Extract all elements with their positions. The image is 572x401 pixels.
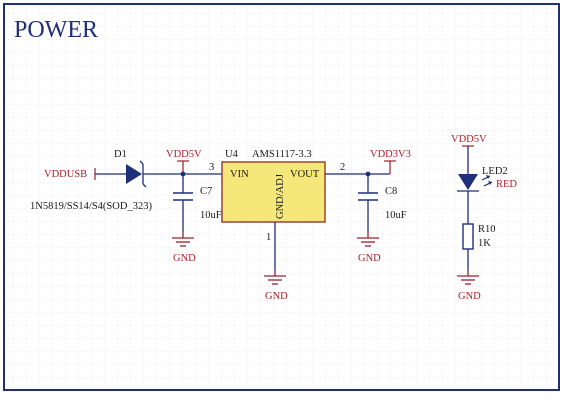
u4-ref: U4 xyxy=(225,149,239,160)
u4-pin-vout-number: 2 xyxy=(340,162,345,173)
gnd-symbol-c7 xyxy=(172,232,194,247)
net-label-vddusb: VDDUSB xyxy=(44,169,87,180)
r10-ref: R10 xyxy=(478,224,496,235)
gnd-symbol-led xyxy=(457,270,479,285)
d1-value: 1N5819/SS14/S4(SOD_323) xyxy=(30,201,152,212)
gnd-label-c7: GND xyxy=(173,253,196,264)
gnd-label-c8: GND xyxy=(358,253,381,264)
gnd-label-u4: GND xyxy=(265,291,288,302)
capacitor-c7[interactable] xyxy=(173,174,193,232)
page-title: POWER xyxy=(14,17,98,43)
gnd-symbol-u4 xyxy=(264,270,286,285)
u4-part: AMS1117-3.3 xyxy=(252,149,312,160)
c7-value: 10uF xyxy=(200,210,222,221)
sheet-frame xyxy=(3,3,560,391)
u4-pin-gnd-label: GND/ADJ xyxy=(275,174,286,219)
capacitor-c8[interactable] xyxy=(358,174,378,232)
c8-value: 10uF xyxy=(385,210,407,221)
r10-value: 1K xyxy=(478,238,491,249)
resistor-r10[interactable] xyxy=(462,223,474,250)
net-label-vdd5v-led: VDD5V xyxy=(451,134,487,145)
led2-value: RED xyxy=(496,179,517,190)
u4-pin-vout-label: VOUT xyxy=(290,169,320,180)
gnd-label-led: GND xyxy=(458,291,481,302)
regulator-u4[interactable] xyxy=(221,161,326,223)
diode-d1[interactable] xyxy=(120,160,147,188)
u4-pin-vin-number: 3 xyxy=(209,162,214,173)
u4-pin-gnd-number: 1 xyxy=(266,232,271,243)
gnd-symbol-c8 xyxy=(357,232,379,247)
u4-pin-vin-label: VIN xyxy=(230,169,249,180)
c8-ref: C8 xyxy=(385,186,397,197)
net-label-vdd5v-reg: VDD5V xyxy=(166,149,202,160)
net-label-vdd3v3: VDD3V3 xyxy=(370,149,411,160)
led2-ref: LED2 xyxy=(482,166,508,177)
d1-ref: D1 xyxy=(114,149,127,160)
c7-ref: C7 xyxy=(200,186,212,197)
